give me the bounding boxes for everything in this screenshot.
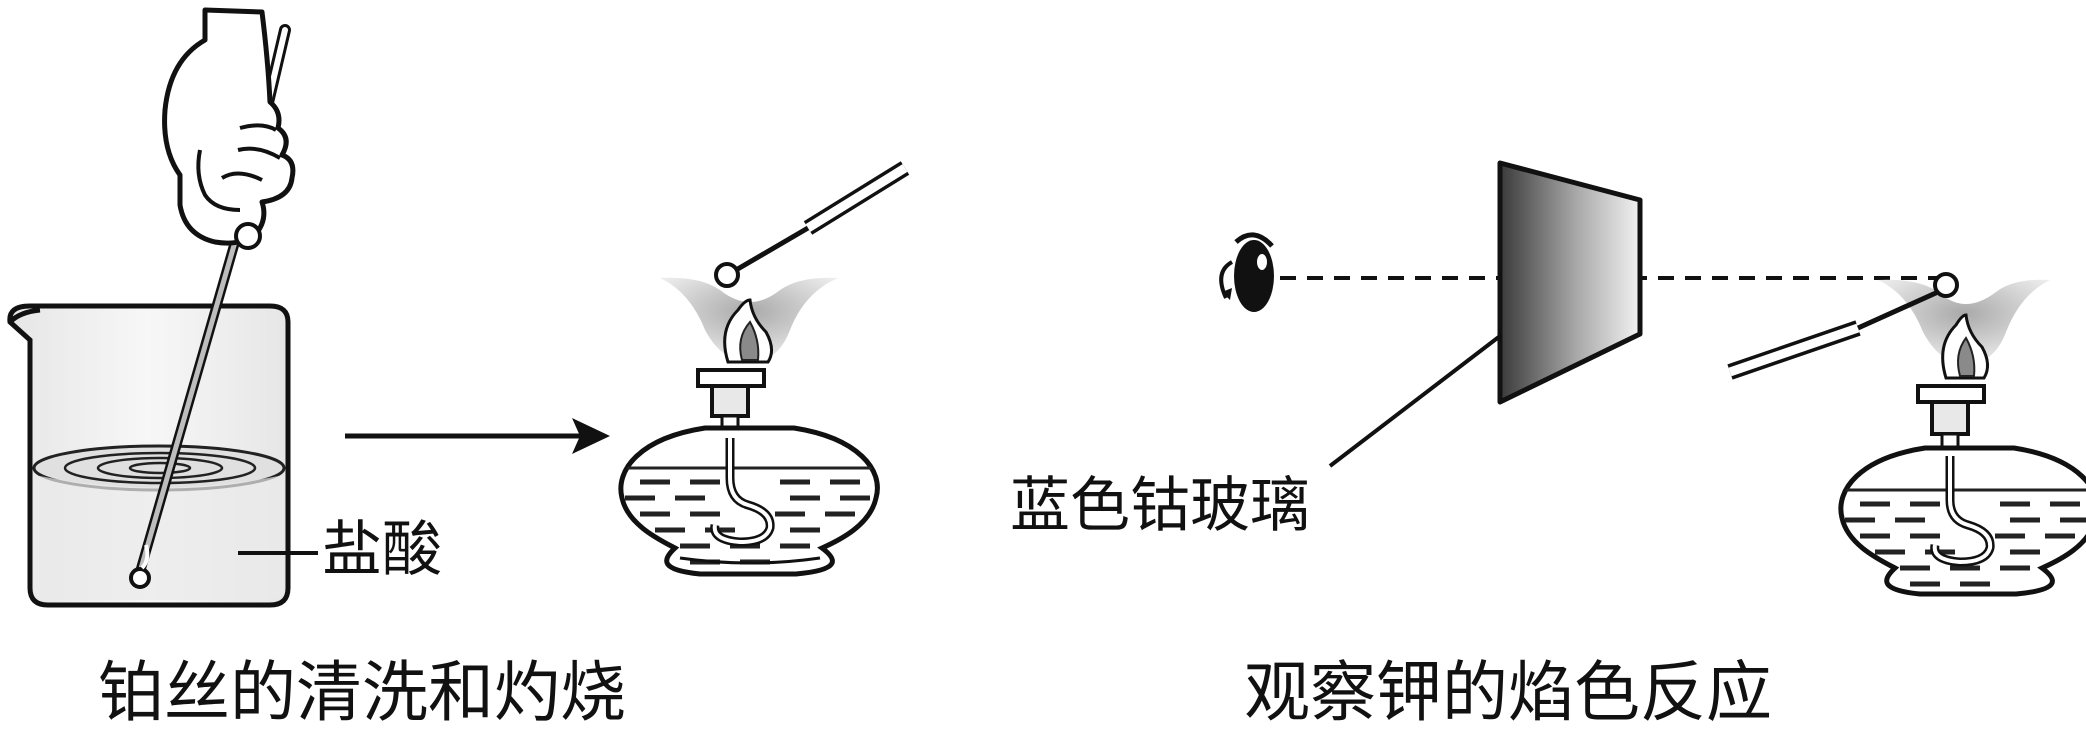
acid-label: 盐酸 bbox=[322, 515, 442, 585]
eye bbox=[1219, 232, 1274, 312]
process-arrow bbox=[345, 418, 610, 454]
beaker bbox=[7, 303, 318, 608]
alcohol-lamp-left bbox=[618, 277, 880, 577]
alcohol-lamp-right bbox=[1838, 279, 2086, 597]
right-caption: 观察钾的焰色反应 bbox=[1244, 654, 1772, 731]
hand bbox=[162, 7, 296, 250]
left-caption: 铂丝的清洗和灼烧 bbox=[98, 654, 626, 731]
platinum-wire-right-flame bbox=[1727, 272, 1959, 380]
cobalt-glass bbox=[1328, 160, 1643, 468]
cobalt-glass-label: 蓝色钴玻璃 bbox=[1010, 471, 1310, 541]
cobalt-glass-pointer-line bbox=[1328, 334, 1502, 468]
platinum-wire-left-flame bbox=[714, 161, 910, 288]
